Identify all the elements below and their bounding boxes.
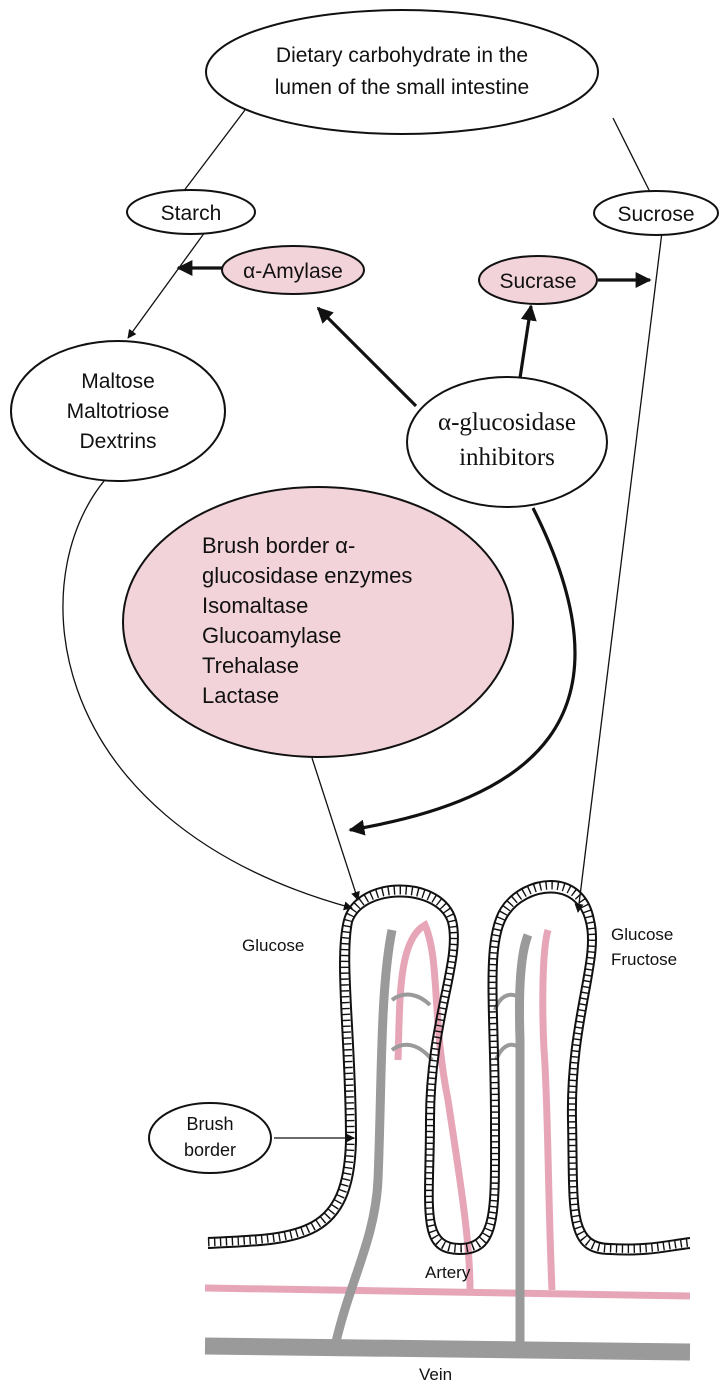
vein-vessel bbox=[205, 1346, 690, 1352]
edge-sucrose-to-villus bbox=[578, 232, 662, 912]
node-alpha-amylase: α-Amylase bbox=[222, 246, 364, 294]
dietary-line-1: Dietary carbohydrate in the bbox=[276, 44, 528, 67]
artery-label: Artery bbox=[425, 1263, 471, 1282]
enzymes-line-5: Trehalase bbox=[202, 653, 299, 678]
enzymes-line-4: Glucoamylase bbox=[202, 623, 341, 648]
edge-starch-to-maltose bbox=[128, 232, 205, 338]
inhibitors-line-2: inhibitors bbox=[459, 444, 555, 471]
artery-branch-right bbox=[543, 930, 552, 1290]
node-sucrase: Sucrase bbox=[479, 256, 597, 304]
brush-border-line-1: Brush bbox=[186, 1114, 233, 1134]
edge-dietary-to-sucrose bbox=[613, 118, 652, 196]
maltose-line-2: Maltotriose bbox=[67, 400, 170, 423]
enzymes-line-1: Brush border α- bbox=[202, 533, 355, 558]
fructose-right-label: Fructose bbox=[611, 950, 677, 969]
enzymes-line-3: Isomaltase bbox=[202, 593, 308, 618]
maltose-line-3: Dextrins bbox=[79, 430, 156, 453]
glucose-right-label: Glucose bbox=[611, 925, 673, 944]
sucrose-label: Sucrose bbox=[617, 203, 694, 226]
edge-inhibitor-to-amylase bbox=[318, 308, 416, 406]
enzymes-line-6: Lactase bbox=[202, 683, 279, 708]
node-brush-border: Brush border bbox=[149, 1103, 271, 1173]
node-sucrose: Sucrose bbox=[594, 191, 718, 235]
brush-border-line-2: border bbox=[184, 1140, 236, 1160]
sucrase-label: Sucrase bbox=[499, 270, 576, 293]
artery-vessel bbox=[205, 1288, 690, 1296]
inhibitors-line-1: α-glucosidase bbox=[438, 409, 576, 436]
starch-label: Starch bbox=[161, 202, 222, 225]
node-starch: Starch bbox=[127, 190, 255, 234]
node-dietary-carbohydrate: Dietary carbohydrate in the lumen of the… bbox=[206, 10, 598, 134]
node-brush-border-enzymes: Brush border α- glucosidase enzymes Isom… bbox=[123, 487, 513, 757]
glucose-left-label: Glucose bbox=[242, 936, 304, 955]
vein-label: Vein bbox=[419, 1365, 452, 1384]
edge-dietary-to-starch bbox=[180, 110, 245, 196]
amylase-label: α-Amylase bbox=[243, 260, 343, 283]
node-glucosidase-inhibitors: α-glucosidase inhibitors bbox=[407, 377, 607, 507]
edge-inhibitor-to-sucrase bbox=[520, 306, 531, 378]
dietary-line-2: lumen of the small intestine bbox=[275, 76, 529, 99]
enzymes-line-2: glucosidase enzymes bbox=[202, 563, 412, 588]
maltose-line-1: Maltose bbox=[81, 370, 155, 393]
node-maltose-group: Maltose Maltotriose Dextrins bbox=[11, 341, 225, 481]
